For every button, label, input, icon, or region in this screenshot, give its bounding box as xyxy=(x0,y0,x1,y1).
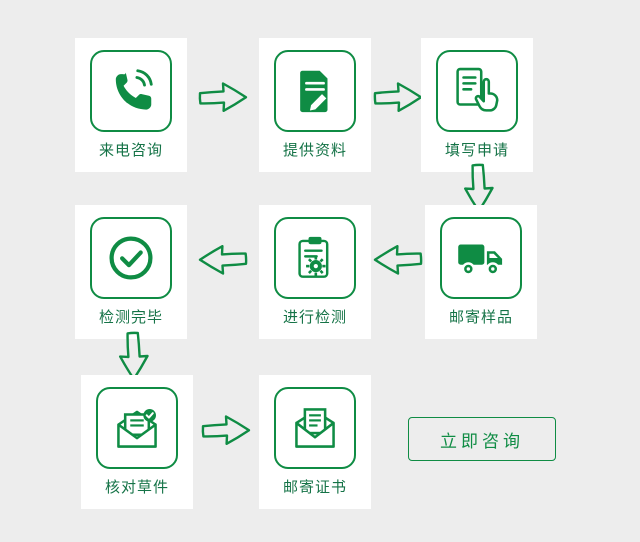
delivery-truck-icon xyxy=(440,217,522,299)
step-card-testing-complete: 检测完毕 xyxy=(75,205,187,339)
document-edit-icon-graphic xyxy=(300,70,328,113)
delivery-truck-icon-graphic xyxy=(458,244,503,276)
consult-now-button[interactable]: 立即咨询 xyxy=(408,417,556,461)
step-card-call-consult: 来电咨询 xyxy=(75,38,187,172)
step-card-mail-sample: 邮寄样品 xyxy=(425,205,537,339)
step-label: 填写申请 xyxy=(444,141,509,159)
form-hand-icon-graphic xyxy=(456,67,499,112)
check-circle-icon-graphic xyxy=(109,236,153,280)
flow-arrow-left-2 xyxy=(197,243,249,277)
step-card-mail-certificate: 邮寄证书 xyxy=(259,375,371,509)
step-label: 邮寄样品 xyxy=(448,308,513,326)
step-label: 来电咨询 xyxy=(98,141,163,159)
flow-arrow-right-1 xyxy=(197,80,249,114)
flow-arrow-left-1 xyxy=(372,243,424,277)
envelope-check-icon-graphic xyxy=(117,409,157,448)
form-hand-icon xyxy=(436,50,518,132)
phone-icon xyxy=(90,50,172,132)
step-card-check-draft: 核对草件 xyxy=(81,375,193,509)
flow-arrow-down-2 xyxy=(117,330,151,382)
flow-arrow-right-2 xyxy=(372,80,424,114)
check-circle-icon xyxy=(90,217,172,299)
step-card-fill-application: 填写申请 xyxy=(421,38,533,172)
envelope-check-icon xyxy=(96,387,178,469)
step-card-provide-materials: 提供资料 xyxy=(259,38,371,172)
step-label: 邮寄证书 xyxy=(282,478,347,496)
step-label: 提供资料 xyxy=(282,141,347,159)
flow-arrow-right-3 xyxy=(200,413,252,447)
phone-icon-graphic xyxy=(115,69,153,110)
step-label: 检测完毕 xyxy=(98,308,163,326)
step-card-perform-testing: 进行检测 xyxy=(259,205,371,339)
document-edit-icon xyxy=(274,50,356,132)
envelope-certificate-icon xyxy=(274,387,356,469)
clipboard-gear-icon-graphic xyxy=(298,236,329,278)
step-label: 核对草件 xyxy=(104,478,169,496)
envelope-certificate-icon-graphic xyxy=(295,408,335,448)
clipboard-gear-icon xyxy=(274,217,356,299)
step-label: 进行检测 xyxy=(282,308,347,326)
flow-arrow-down-1 xyxy=(462,162,496,214)
